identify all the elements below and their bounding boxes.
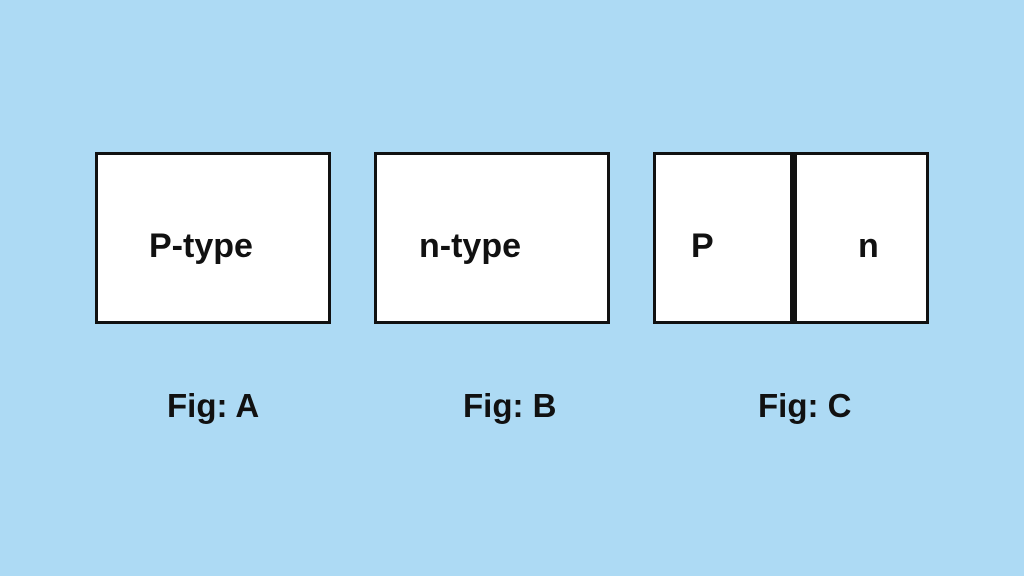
p-type-label: P-type (149, 227, 253, 265)
junction-p-label: P (691, 227, 714, 265)
junction-n-label: n (858, 227, 879, 265)
p-type-block: P-type (95, 152, 331, 324)
junction-divider (790, 155, 797, 321)
caption-fig-c: Fig: C (758, 387, 852, 424)
caption-fig-a: Fig: A (167, 387, 260, 424)
caption-fig-b: Fig: B (463, 387, 557, 424)
n-type-block: n-type (374, 152, 610, 324)
n-type-label: n-type (419, 227, 521, 265)
pn-junction-block: P n (653, 152, 929, 324)
